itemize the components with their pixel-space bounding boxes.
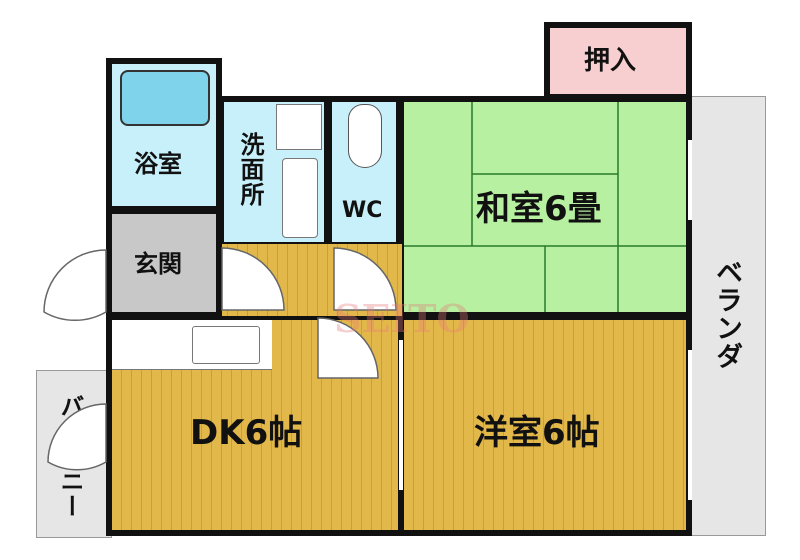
washbasin-icon xyxy=(276,104,322,150)
genkan-room xyxy=(106,208,222,318)
veranda-label: ベランダ xyxy=(711,258,742,370)
washitsu-label: 和室6畳 xyxy=(476,189,602,229)
oshiire-room xyxy=(544,22,692,100)
sink-icon xyxy=(192,326,260,364)
wc-label: WC xyxy=(342,198,383,223)
toilet-icon xyxy=(348,104,382,168)
yokushitsu-label: 浴室 xyxy=(134,150,182,178)
senmenjo-label: 洗面所 xyxy=(236,132,264,207)
youshitsu-label: 洋室6帖 xyxy=(474,413,600,453)
wc-room xyxy=(326,96,402,248)
genkan-label: 玄関 xyxy=(134,250,182,278)
oshiire-label: 押入 xyxy=(584,46,637,76)
bathtub-icon xyxy=(120,70,210,126)
veranda-area xyxy=(690,96,766,536)
washing-machine-icon xyxy=(282,158,318,238)
dk-label: DK6帖 xyxy=(190,413,303,453)
watermark-text: SEITO xyxy=(334,296,470,341)
